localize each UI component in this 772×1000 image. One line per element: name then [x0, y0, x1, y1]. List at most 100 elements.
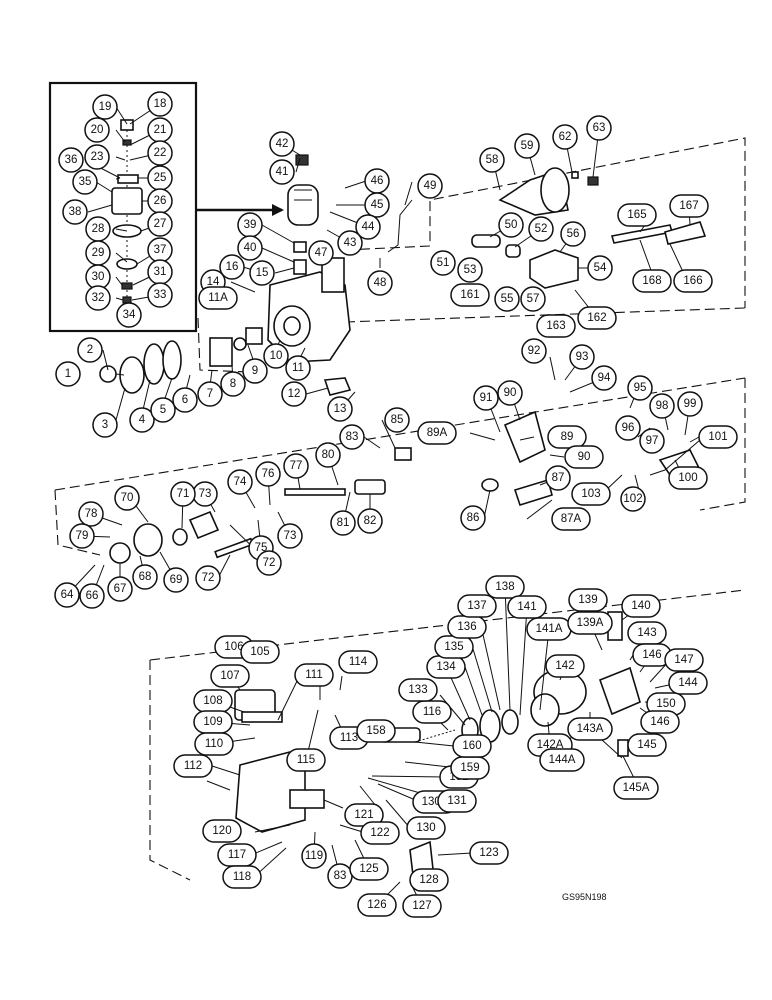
callout-20: 20	[84, 117, 110, 143]
callout-144A: 144A	[539, 748, 585, 772]
callout-92: 92	[521, 338, 547, 364]
callout-bubble	[242, 358, 268, 384]
callout-number: 162	[587, 312, 606, 324]
callout-bubble	[256, 550, 282, 576]
callout-number: 30	[92, 271, 105, 283]
callout-number: 135	[444, 641, 463, 653]
callout-bubble	[587, 255, 613, 281]
callout-8: 8	[220, 371, 246, 397]
callout-number: 73	[284, 530, 297, 542]
callout-number: 32	[92, 292, 105, 304]
callout-bubble	[79, 583, 105, 609]
callout-number: 86	[467, 512, 480, 524]
callout-23: 23	[84, 144, 110, 170]
callout-70: 70	[114, 485, 140, 511]
callout-bubble	[521, 338, 547, 364]
callout-96: 96	[615, 415, 641, 441]
callout-73a: 73	[192, 481, 218, 507]
callout-number: 122	[370, 827, 389, 839]
callout-125: 125	[349, 857, 389, 881]
callout-bubble	[150, 397, 176, 423]
callout-56: 56	[560, 221, 586, 247]
callout-bubble	[360, 821, 400, 845]
callout-number: 117	[228, 849, 246, 861]
callout-bubble	[249, 260, 275, 286]
callout-145: 145	[627, 733, 667, 757]
callout-number: 95	[634, 382, 647, 394]
callout-bubble	[92, 94, 118, 120]
callout-bubble	[452, 734, 492, 758]
callout-number: 77	[290, 460, 303, 472]
callout-bubble	[479, 147, 505, 173]
callout-number: 142	[555, 660, 574, 672]
callout-bubble	[283, 453, 309, 479]
callout-28: 28	[85, 216, 111, 242]
callout-40: 40	[237, 235, 263, 261]
callout-50: 50	[498, 212, 524, 238]
callout-10: 10	[263, 343, 289, 369]
callout-bubble	[172, 387, 198, 413]
callout-31: 31	[147, 259, 173, 285]
callout-number: 4	[139, 414, 146, 426]
callout-number: 39	[244, 219, 257, 231]
callout-number: 38	[69, 206, 82, 218]
callout-number: 10	[270, 350, 283, 362]
callout-90a: 90	[497, 380, 523, 406]
callout-bubble	[450, 283, 490, 307]
callout-number: 1	[65, 368, 71, 380]
callout-bubble	[615, 415, 641, 441]
callout-bubble	[147, 91, 173, 117]
callout-bubble	[668, 466, 708, 490]
callout-number: 123	[479, 847, 498, 859]
callout-bubble	[669, 194, 709, 218]
callout-number: 141A	[536, 623, 563, 635]
callout-bubble	[364, 192, 390, 218]
callout-number: 16	[226, 261, 239, 273]
callout-112: 112	[173, 754, 213, 778]
callout-58: 58	[479, 147, 505, 173]
callout-120: 120	[202, 819, 242, 843]
callout-bubble	[116, 302, 142, 328]
callout-number: 8	[230, 378, 236, 390]
callout-number: 11	[292, 362, 304, 374]
callout-bubble	[460, 505, 486, 531]
callout-131: 131	[437, 789, 477, 813]
callout-118: 118	[222, 865, 262, 889]
callout-36: 36	[58, 147, 84, 173]
callout-bubble	[72, 169, 98, 195]
callout-number: 138	[495, 581, 514, 593]
callout-11: 11	[285, 355, 311, 381]
callout-18: 18	[147, 91, 173, 117]
callout-16: 16	[219, 254, 245, 280]
callout-number: 18	[154, 98, 167, 110]
callout-bubble	[315, 442, 341, 468]
callout-bubble	[586, 115, 612, 141]
callout-number: 49	[424, 180, 437, 192]
callout-bubble	[384, 407, 410, 433]
callout-number: 144	[678, 677, 698, 689]
callout-number: 134	[436, 661, 456, 673]
callout-122: 122	[360, 821, 400, 845]
callout-127: 127	[402, 894, 442, 918]
callout-bubble	[285, 355, 311, 381]
callout-bubble	[197, 381, 223, 407]
callout-number: 103	[581, 488, 600, 500]
callout-108: 108	[193, 689, 233, 713]
callout-bubble	[114, 485, 140, 511]
callout-bubble	[617, 203, 657, 227]
callout-bubble	[202, 819, 242, 843]
callout-160: 160	[452, 734, 492, 758]
callout-63: 63	[586, 115, 612, 141]
callout-number: 137	[467, 600, 486, 612]
callout-number: 7	[207, 388, 213, 400]
callout-7: 7	[197, 381, 223, 407]
callout-bubble	[195, 565, 221, 591]
callout-bubble	[469, 841, 509, 865]
callout-bubble	[437, 789, 477, 813]
callout-bubble	[632, 269, 672, 293]
callout-147: 147	[664, 648, 704, 672]
callout-137: 137	[457, 594, 497, 618]
callout-number: 145A	[623, 782, 650, 794]
callout-bubble	[78, 501, 104, 527]
